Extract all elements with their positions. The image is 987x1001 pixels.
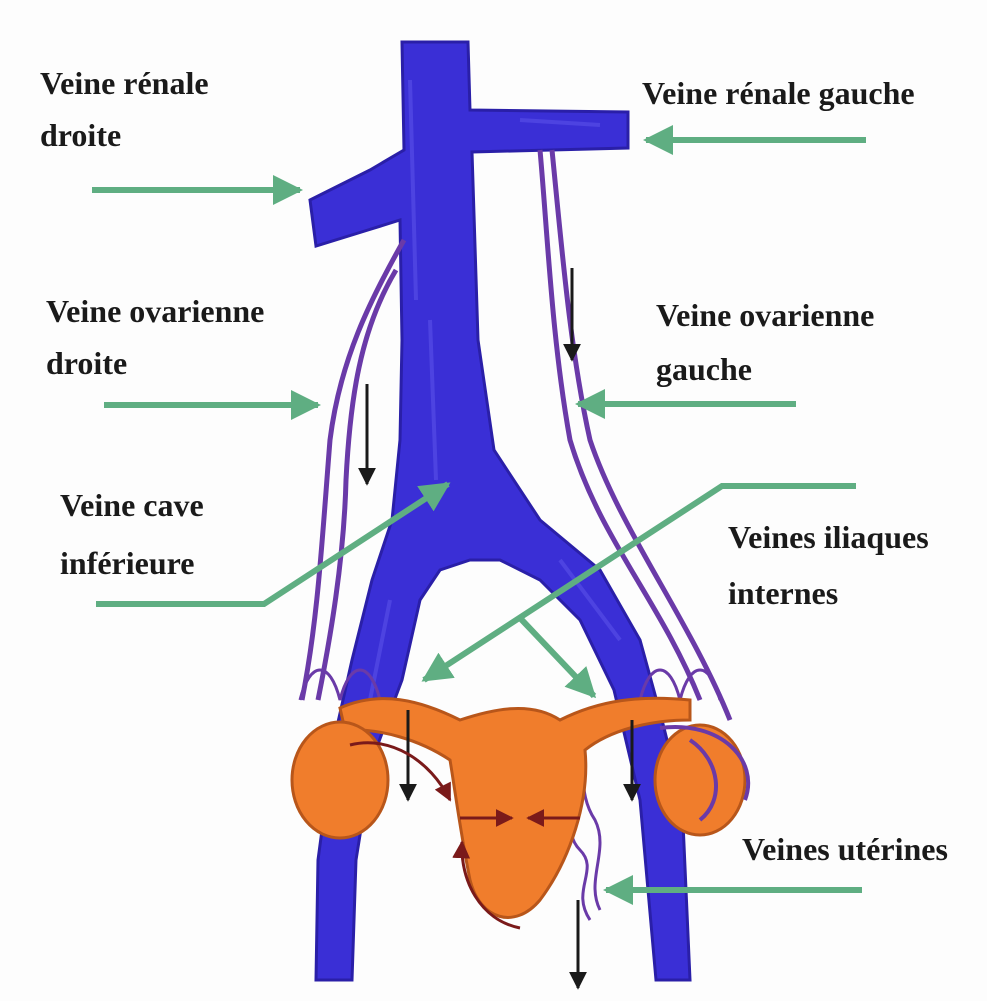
label-renal-right-line1: Veine rénale: [40, 60, 209, 106]
label-uterine: Veines utérines: [742, 826, 948, 872]
label-renal-left: Veine rénale gauche: [642, 70, 915, 116]
label-cava-line2: inférieure: [60, 540, 194, 586]
left-ovarian-vein-branch: [552, 150, 730, 720]
label-ovarian-right-line1: Veine ovarienne: [46, 288, 264, 334]
label-ovarian-right-line2: droite: [46, 340, 127, 386]
label-ovarian-left-line1: Veine ovarienne: [656, 292, 874, 338]
label-ovarian-left-line2: gauche: [656, 346, 752, 392]
label-iliac-line1: Veines iliaques: [728, 514, 929, 560]
label-iliac-line2: internes: [728, 570, 838, 616]
right-ovary: [292, 722, 388, 838]
label-renal-right-line2: droite: [40, 112, 121, 158]
pointer-iliac-left: [520, 618, 594, 696]
label-cava-line1: Veine cave: [60, 482, 204, 528]
